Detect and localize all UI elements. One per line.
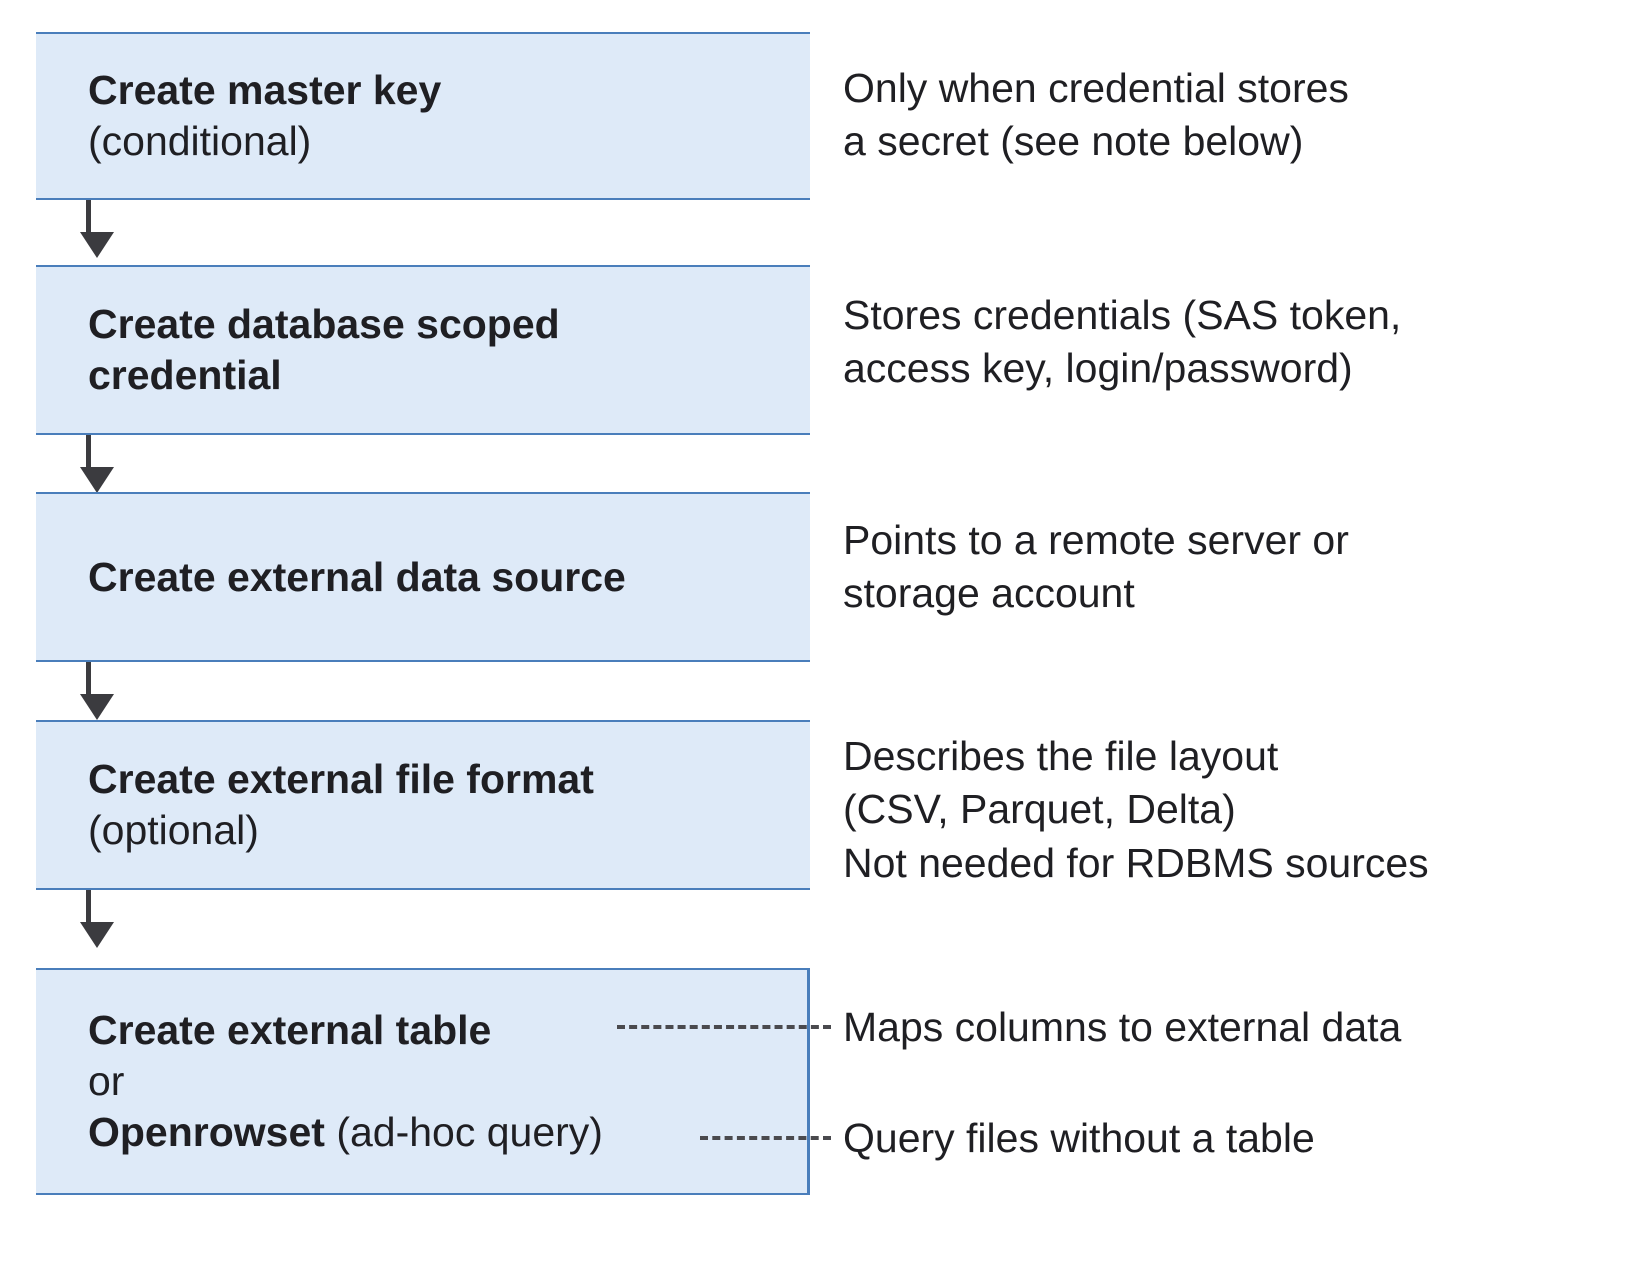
step-box-create-database-scoped-credential[interactable]: Create database scoped credential [36,265,810,435]
step-box-create-external-table-or-openrowset[interactable]: Create external table or Openrowset (ad-… [36,968,810,1195]
step-title-openrowset: Openrowset (ad-hoc query) [88,1107,795,1158]
step-box-text-create-external-file-format: Create external file format (optional) [36,754,810,856]
step-box-text-create-external-table-or-openrowset: Create external table or Openrowset (ad-… [36,1005,807,1157]
dashed-link-external-table [617,1025,831,1029]
callout-label: Maps columns to external data [843,1004,1402,1050]
step-box-create-external-file-format[interactable]: Create external file format (optional) [36,720,810,890]
callout-label: Query files without a table [843,1115,1315,1161]
note-create-external-data-source: Points to a remote server or storage acc… [843,514,1633,621]
step-box-create-master-key[interactable]: Create master key (conditional) [36,32,810,200]
step-title-create-master-key: Create master key [88,67,442,114]
step-title-create-database-scoped-credential: Create database scoped [88,301,560,348]
note-create-database-scoped-credential: Stores credentials (SAS token, access ke… [843,289,1633,396]
step-box-text-create-master-key: Create master key (conditional) [36,65,810,167]
note-line: a secret (see note below) [843,118,1304,165]
arrow-shaft [86,890,91,924]
note-line: (CSV, Parquet, Delta) [843,786,1236,833]
note-line: access key, login/password) [843,345,1353,392]
dashed-link-openrowset [700,1136,831,1140]
arrow-shaft [86,200,91,234]
note-create-master-key: Only when credential stores a secret (se… [843,62,1633,169]
step-subtitle-create-external-file-format: (optional) [88,807,259,853]
step-row-create-external-file-format: Create external file format (optional) D… [0,720,1638,890]
step-box-text-create-database-scoped-credential: Create database scoped credential [36,299,810,401]
step-box-create-external-data-source[interactable]: Create external data source [36,492,810,662]
note-line: Stores credentials (SAS token, [843,292,1402,338]
arrow-shaft [86,435,91,469]
openrowset-keyword: Openrowset [88,1108,325,1155]
arrow-head-icon [80,694,114,720]
openrowset-qualifier: (ad-hoc query) [324,1108,603,1155]
step-title-create-external-file-format: Create external file format [88,756,594,803]
arrow-head-icon [80,232,114,258]
note-line: storage account [843,570,1135,617]
step-row-create-database-scoped-credential: Create database scoped credential Stores… [0,265,1638,435]
step-row-create-master-key: Create master key (conditional) Only whe… [0,32,1638,200]
note-line: Not needed for RDBMS sources [843,839,1429,886]
arrow-shaft [86,662,91,696]
note-line: Describes the file layout [843,733,1279,779]
callout-openrowset: Query files without a table [843,1112,1633,1165]
step-box-text-create-external-data-source: Create external data source [36,552,810,603]
callout-external-table: Maps columns to external data [843,1001,1633,1054]
arrow-head-icon [80,467,114,493]
note-create-external-file-format: Describes the file layout (CSV, Parquet,… [843,730,1633,890]
step-subtitle-create-master-key: (conditional) [88,118,312,164]
step-connector-or: or [88,1058,125,1105]
note-line: Only when credential stores [843,65,1349,111]
step-title-line2-create-database-scoped-credential: credential [88,352,282,398]
step-row-create-external-data-source: Create external data source Points to a … [0,492,1638,662]
step-title-create-external-data-source: Create external data source [88,553,626,600]
step-title-create-external-table: Create external table [88,1007,492,1054]
note-line: Points to a remote server or [843,517,1349,563]
arrow-head-icon [80,922,114,948]
step-row-create-external-table-or-openrowset: Create external table or Openrowset (ad-… [0,968,1638,1195]
